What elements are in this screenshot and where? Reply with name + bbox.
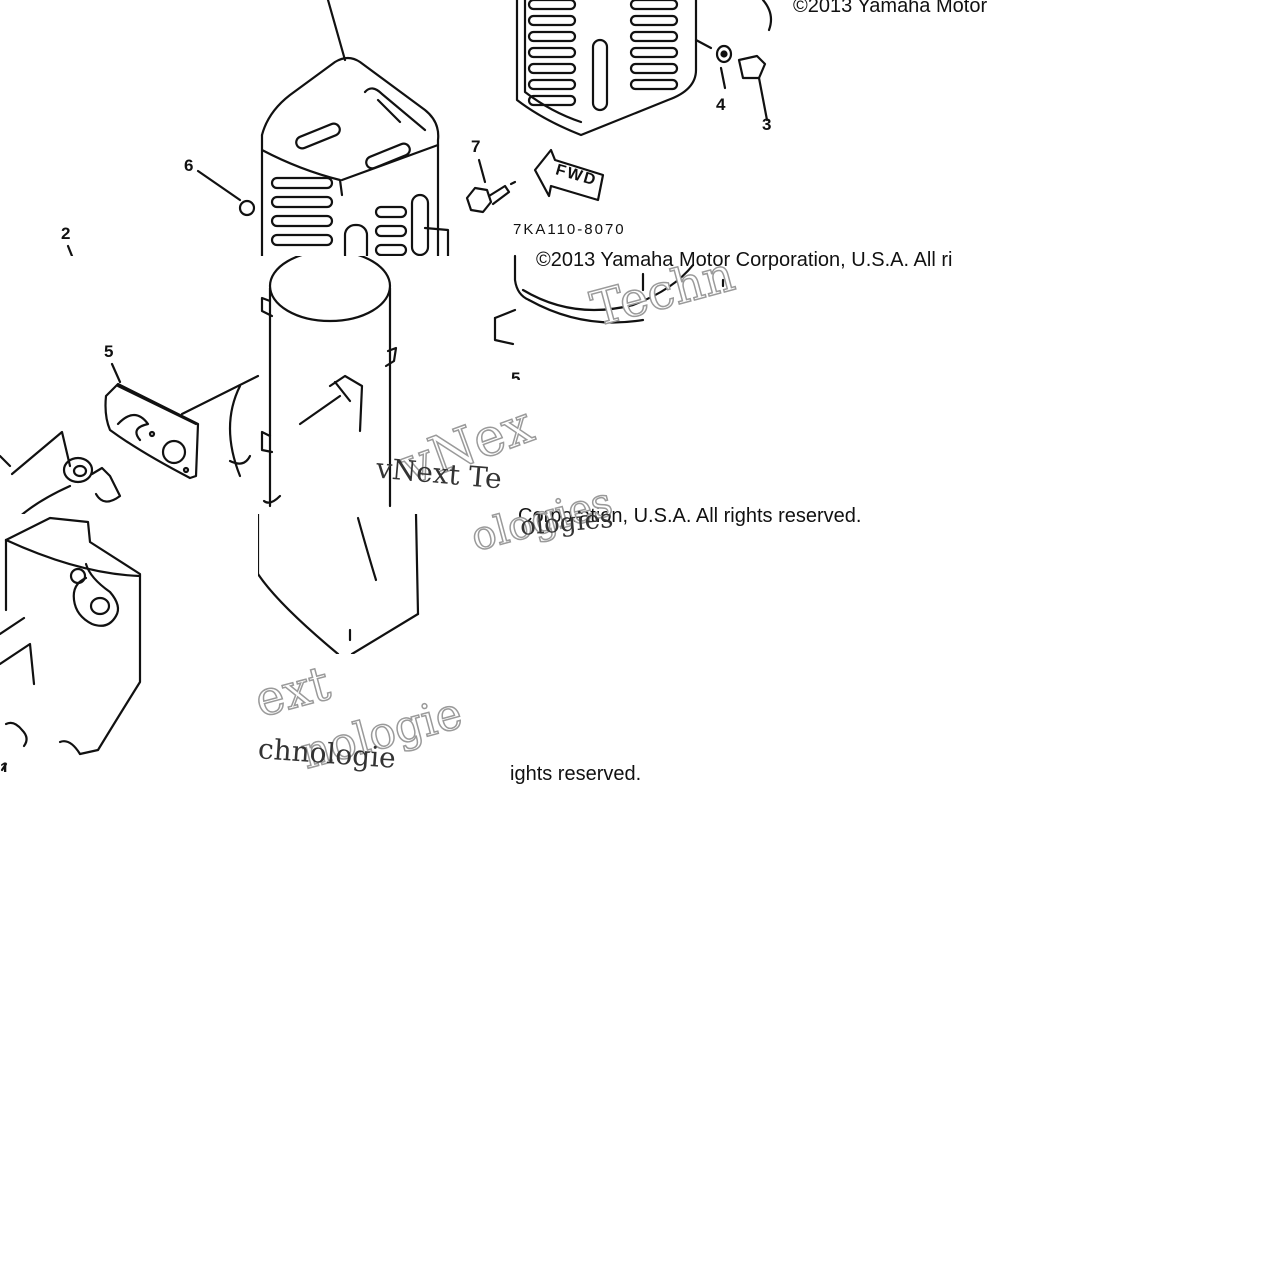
copyright-top: ©2013 Yamaha Motor: [793, 0, 988, 17]
shield-top-right-curve: [761, 0, 773, 32]
muffler-body-drawing: [0, 256, 398, 516]
callout-4: 4: [716, 95, 726, 114]
copyright-bottom: ights reserved.: [510, 763, 642, 785]
callout-1: 1: [0, 759, 10, 772]
diagram-tile-upper-left: 6 2: [0, 0, 515, 258]
pipe-clamp-drawing: [493, 254, 725, 346]
diagram-tile-middle-right: 5: [493, 250, 775, 380]
diagram-tile-upper-right: 7 4 3 FWD 7KA110-8070: [463, 0, 773, 258]
diagram-tile-lower-middle: [258, 514, 516, 654]
diagram-tile-middle-left: 5: [0, 256, 515, 516]
callout-2: 2: [61, 224, 71, 243]
diagram-code: 7KA110-8070: [513, 221, 626, 238]
diagram-tile-lower-left: 1: [0, 514, 258, 772]
engine-block-drawing: [0, 516, 142, 772]
callout-5: 5: [104, 342, 114, 361]
callout-3: 3: [762, 115, 772, 134]
heat-shield-drawing: [465, 0, 773, 214]
watermark-chnologie-solid: chnologie: [257, 732, 397, 775]
callout-7: 7: [471, 137, 481, 156]
watermark-nologie-outline: nologie: [295, 687, 468, 780]
copyright-mid: ©2013 Yamaha Motor Corporation, U.S.A. A…: [536, 249, 953, 271]
muffler-base-drawing: [258, 514, 420, 654]
copyright-lower: Corporation, U.S.A. All rights reserved.: [518, 505, 862, 527]
callout-tile-edge: 5: [511, 369, 521, 380]
watermark-ext-outline: ext: [248, 655, 336, 730]
callout-6: 6: [184, 156, 194, 175]
muffler-cover-drawing: [66, 0, 450, 258]
